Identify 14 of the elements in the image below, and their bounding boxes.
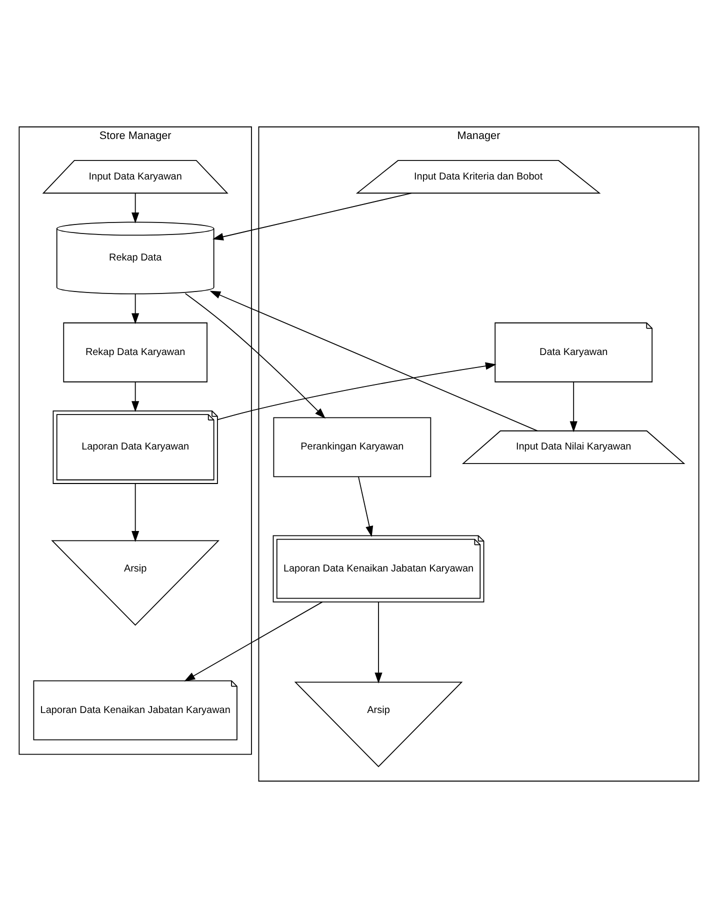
arrow: [132, 382, 140, 412]
arrow: [132, 483, 140, 542]
node-box: Rekap Data Karyawan: [63, 322, 208, 382]
arrow: [358, 476, 374, 537]
arrow: [217, 362, 496, 420]
arrow: [374, 602, 382, 684]
node-box: Perankingan Karyawan: [273, 417, 432, 478]
arrow: [132, 192, 140, 224]
arrow: [570, 382, 578, 432]
arrow: [132, 293, 140, 324]
arrow: [210, 290, 538, 432]
arrow: [212, 192, 412, 240]
arrow: [184, 601, 323, 682]
arrow: [184, 293, 326, 419]
